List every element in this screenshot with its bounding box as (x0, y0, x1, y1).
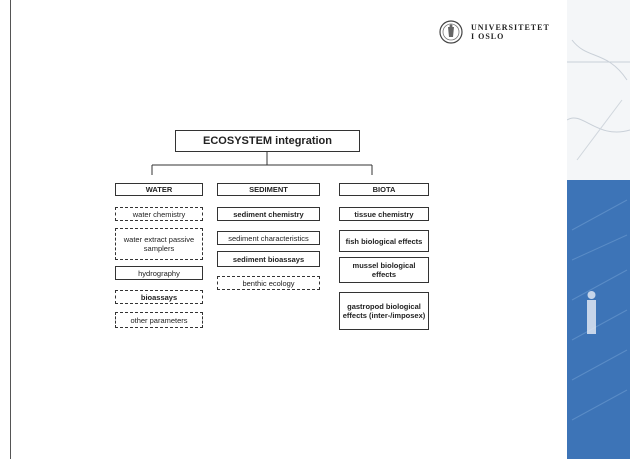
biota-item: tissue chemistry (339, 207, 429, 221)
decorative-band-top (567, 0, 630, 180)
water-header: WATER (115, 183, 203, 196)
sediment-item: sediment bioassays (217, 251, 320, 267)
university-seal-icon (439, 20, 463, 44)
water-item: hydrography (115, 266, 203, 280)
logo-text: UNIVERSITETET I OSLO (471, 23, 550, 41)
water-item: water chemistry (115, 207, 203, 221)
water-item: bioassays (115, 290, 203, 304)
logo-line-2: I OSLO (471, 32, 505, 41)
slide-frame (10, 0, 630, 459)
biota-item: mussel biological effects (339, 257, 429, 283)
biota-header: BIOTA (339, 183, 429, 196)
biota-item: gastropod biological effects (inter-/imp… (339, 292, 429, 330)
diagram-title: ECOSYSTEM integration (175, 130, 360, 152)
university-logo: UNIVERSITETET I OSLO (439, 20, 550, 44)
water-item: water extract passive samplers (115, 228, 203, 260)
sediment-header: SEDIMENT (217, 183, 320, 196)
sediment-item: sediment chemistry (217, 207, 320, 221)
decorative-sketch (567, 39, 630, 421)
sediment-item: sediment characteristics (217, 231, 320, 245)
logo-line-1: UNIVERSITETET (471, 23, 550, 32)
sediment-item: benthic ecology (217, 276, 320, 290)
water-item: other parameters (115, 312, 203, 328)
biota-item: fish biological effects (339, 230, 429, 252)
